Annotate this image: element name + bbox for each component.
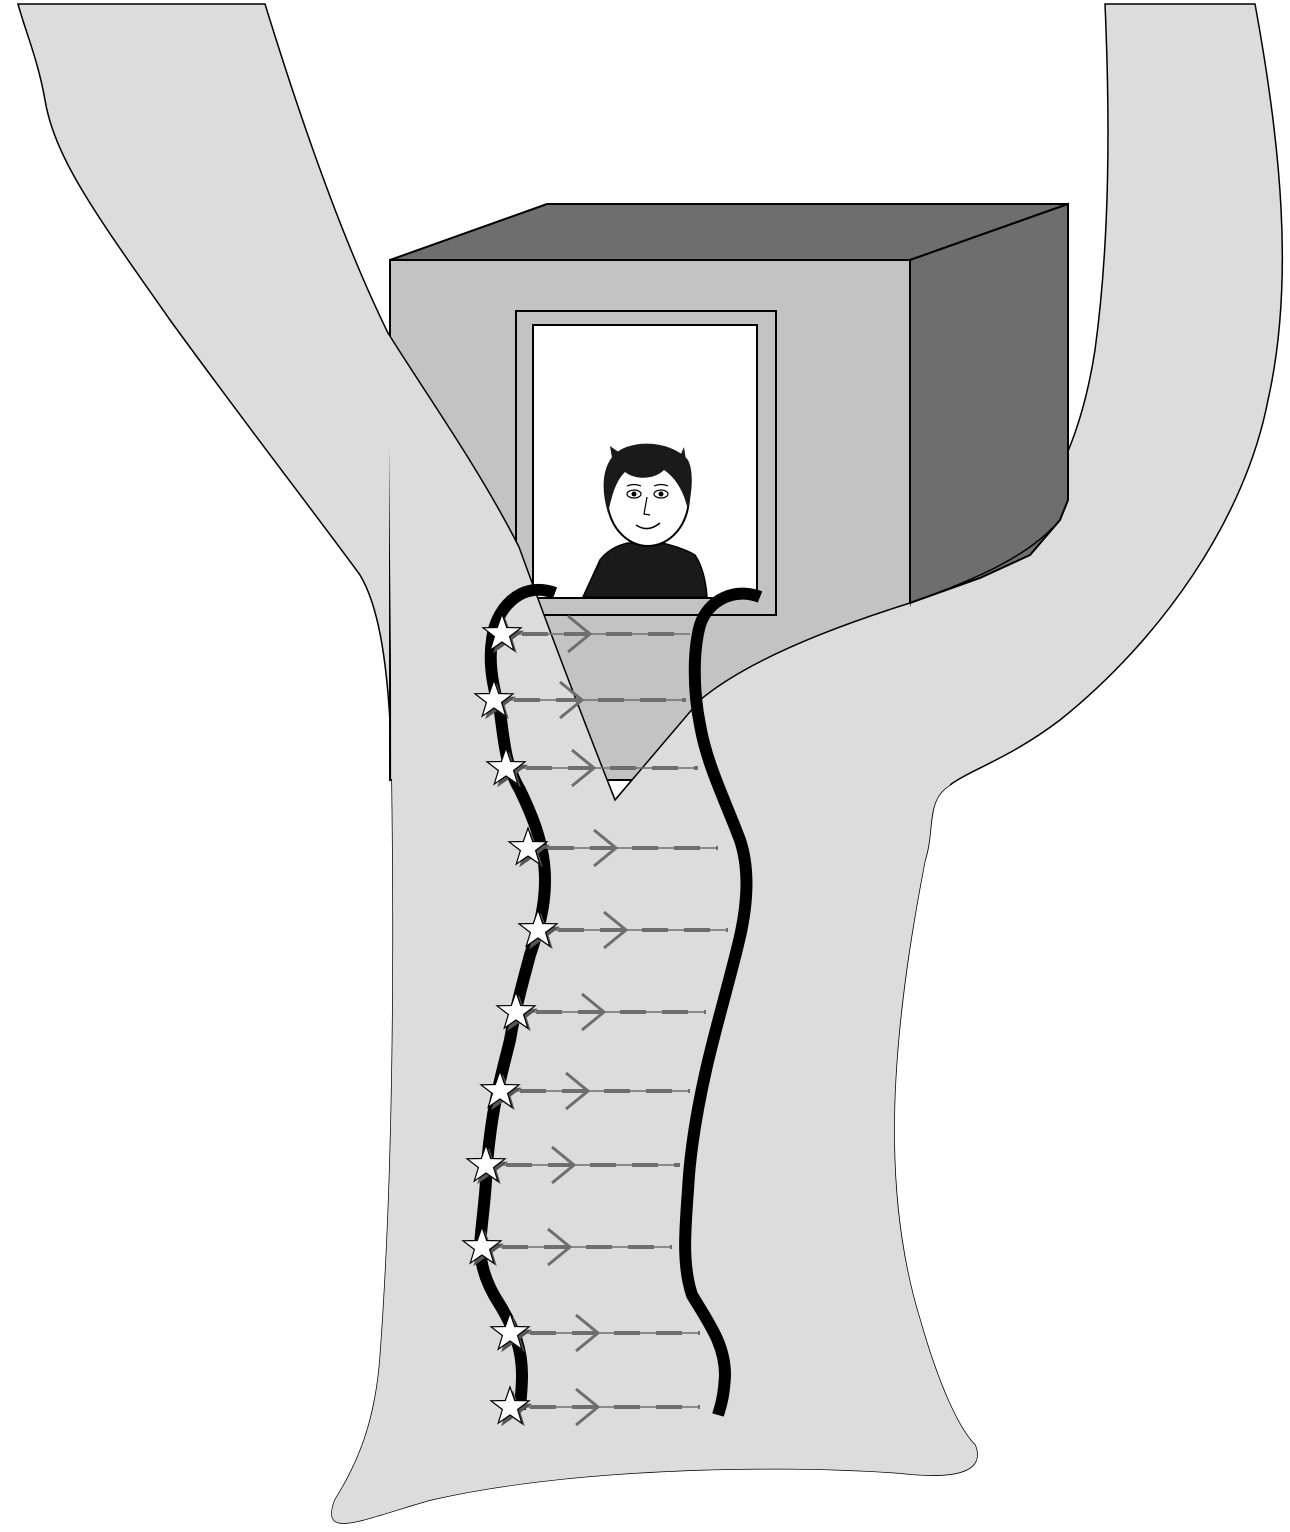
treehouse-illustration [0, 0, 1290, 1532]
